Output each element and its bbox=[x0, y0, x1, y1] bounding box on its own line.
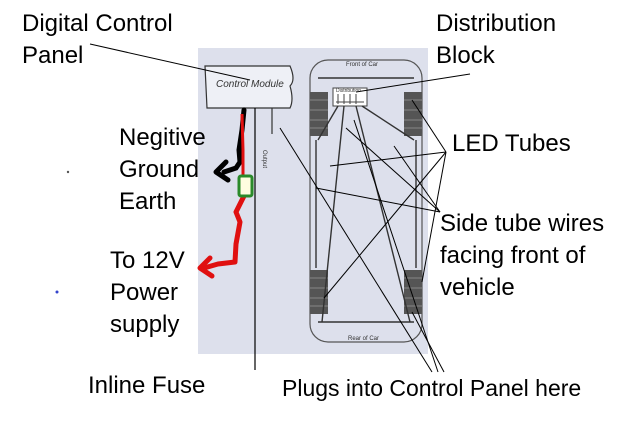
distribution-sheet-label: Distribution bbox=[336, 88, 362, 94]
rear-of-car-label: Rear of Car bbox=[348, 336, 380, 342]
side-tube-wires-label: Side tube wires facing front of vehicle bbox=[440, 210, 605, 301]
negative-ground-label: Negitive Ground Earth bbox=[119, 124, 206, 215]
tyre-front-left bbox=[310, 92, 328, 136]
power-arrow bbox=[197, 255, 215, 279]
inline-fuse bbox=[237, 174, 254, 198]
control-module-label: Control Module bbox=[216, 79, 284, 90]
tyre-front-right bbox=[404, 92, 422, 136]
control-module-box bbox=[204, 65, 294, 109]
front-of-car-label: Front of Car bbox=[346, 62, 379, 68]
red-wire-top bbox=[240, 113, 245, 176]
power-wire bbox=[201, 193, 247, 271]
power-supply-label: To 12V Power supply bbox=[110, 247, 185, 338]
ground-arrow bbox=[213, 159, 231, 183]
led-tubes-label: LED Tubes bbox=[452, 130, 571, 157]
digital-control-panel-label: Digital Control Panel bbox=[22, 10, 173, 69]
distribution-block-label: Distribution Block bbox=[436, 10, 557, 69]
car-outline bbox=[309, 59, 423, 343]
tyre-rear-right bbox=[404, 270, 422, 314]
callout-lines bbox=[89, 43, 471, 373]
plugs-into-label: Plugs into Control Panel here bbox=[282, 375, 582, 401]
output-label: Output bbox=[261, 150, 267, 169]
led-tube-paths bbox=[315, 77, 417, 323]
inline-fuse-label: Inline Fuse bbox=[88, 372, 206, 399]
